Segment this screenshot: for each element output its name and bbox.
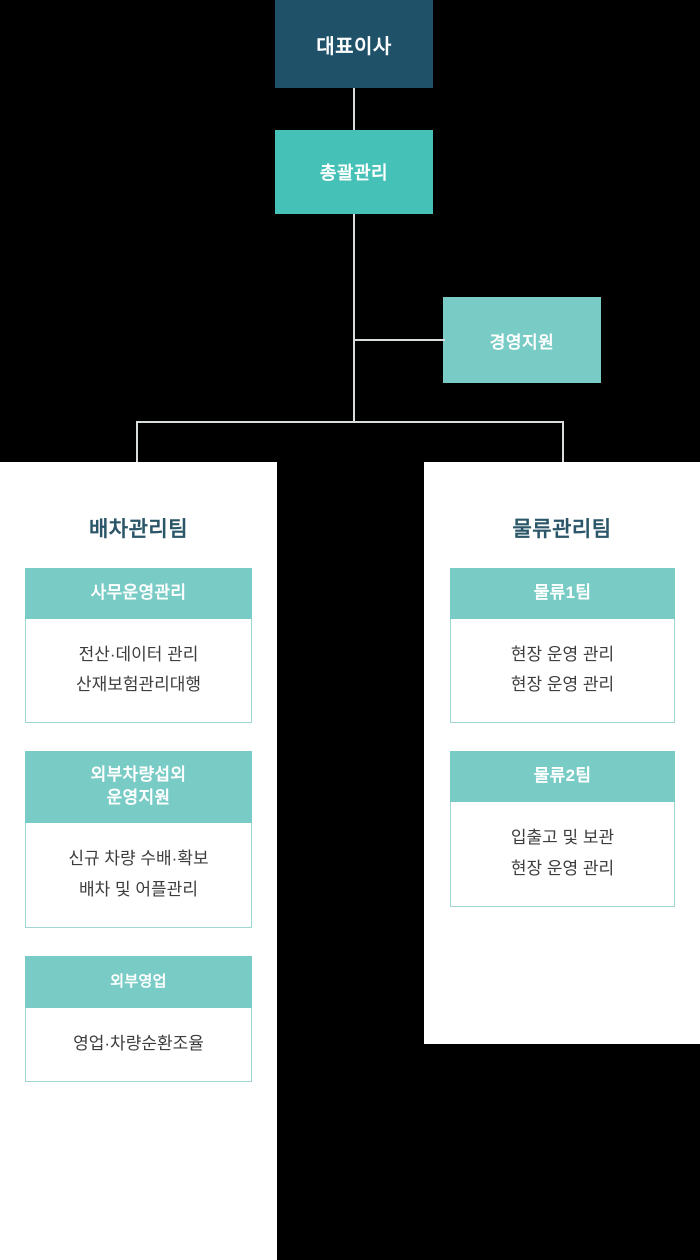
sub-card-header-line: 운영지원 — [106, 788, 171, 808]
sub-card-body: 영업·차량순환조율 — [25, 1008, 252, 1083]
sub-card-item: 배차 및 어플관리 — [79, 879, 198, 899]
sub-card-item: 영업·차량순환조율 — [73, 1034, 204, 1054]
sub-card-body: 신규 차량 수배·확보 배차 및 어플관리 — [25, 823, 252, 928]
sub-card-body: 전산·데이터 관리 산재보험관리대행 — [25, 618, 252, 724]
sub-card-item: 전산·데이터 관리 — [78, 644, 199, 664]
team-title-dispatch: 배차관리팀 — [88, 518, 189, 541]
connector-drop-left — [136, 421, 138, 463]
sub-card: 외부영업 영업·차량순환조율 — [25, 955, 252, 1083]
sub-card-item: 현장 운영 관리 — [510, 644, 615, 664]
team-panel-logistics: 물류관리팀 물류1팀 현장 운영 관리 현장 운영 관리 물류2팀 입출고 및 … — [424, 462, 700, 1044]
sub-card-header-line: 외부차량섭외 — [90, 765, 187, 785]
sub-card-header: 사무운영관리 — [25, 568, 252, 619]
sub-card: 사무운영관리 전산·데이터 관리 산재보험관리대행 — [25, 568, 252, 724]
sub-card-header-line: 사무운영관리 — [90, 583, 187, 602]
node-management-support-label: 경영지원 — [489, 332, 555, 352]
sub-card: 물류2팀 입출고 및 보관 현장 운영 관리 — [450, 751, 675, 907]
connector-gm-vertical — [353, 214, 355, 422]
sub-card-item: 현장 운영 관리 — [510, 858, 615, 878]
sub-card-item: 신규 차량 수배·확보 — [68, 849, 209, 869]
card-list-dispatch: 사무운영관리 전산·데이터 관리 산재보험관리대행 외부차량섭외 운영지원 신규… — [0, 568, 277, 1083]
connector-to-management-support — [353, 339, 445, 341]
sub-card-item: 산재보험관리대행 — [75, 675, 202, 695]
sub-card-header-line: 외부영업 — [110, 972, 167, 990]
sub-card-item: 현장 운영 관리 — [510, 675, 615, 695]
sub-card-header: 물류1팀 — [450, 568, 675, 619]
node-general-management-label: 총괄관리 — [319, 163, 389, 183]
sub-card-header-line: 물류1팀 — [533, 583, 592, 602]
node-management-support: 경영지원 — [443, 297, 601, 383]
sub-card-header: 물류2팀 — [450, 751, 675, 803]
node-ceo: 대표이사 — [275, 0, 433, 88]
team-panel-dispatch: 배차관리팀 사무운영관리 전산·데이터 관리 산재보험관리대행 외부차량섭외 운… — [0, 462, 277, 1260]
node-general-management: 총괄관리 — [275, 130, 433, 214]
connector-ceo-to-gm — [353, 88, 355, 130]
sub-card-header: 외부영업 — [25, 955, 252, 1009]
node-ceo-label: 대표이사 — [316, 35, 392, 58]
sub-card-body: 입출고 및 보관 현장 운영 관리 — [450, 802, 675, 907]
sub-card-header-line: 물류2팀 — [533, 766, 592, 786]
connector-horizontal-split — [136, 421, 564, 423]
card-list-logistics: 물류1팀 현장 운영 관리 현장 운영 관리 물류2팀 입출고 및 보관 현장 … — [424, 568, 700, 907]
connector-drop-right — [562, 421, 564, 463]
sub-card-body: 현장 운영 관리 현장 운영 관리 — [450, 618, 675, 724]
sub-card-item: 입출고 및 보관 — [510, 828, 615, 848]
sub-card: 물류1팀 현장 운영 관리 현장 운영 관리 — [450, 568, 675, 724]
sub-card: 외부차량섭외 운영지원 신규 차량 수배·확보 배차 및 어플관리 — [25, 751, 252, 928]
sub-card-header: 외부차량섭외 운영지원 — [25, 751, 252, 824]
team-title-logistics: 물류관리팀 — [512, 518, 612, 541]
